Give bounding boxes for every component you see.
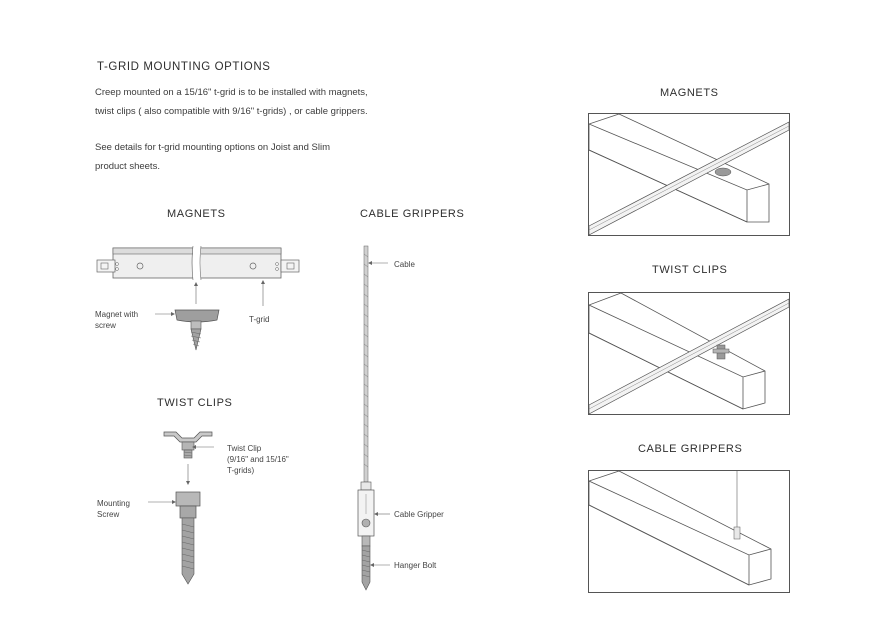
mounting-screw-label-line-2: Screw [97,510,120,519]
magnets-illustration [589,114,789,235]
cable-gripper-label: Cable Gripper [394,510,444,519]
cable-panel-heading: CABLE GRIPPERS [638,443,743,455]
twist-clips-illustration [589,293,789,414]
intro-paragraph: Creep mounted on a 15/16" t-grid is to b… [95,83,368,121]
tgrid-magnet-drawing [96,245,300,351]
details-line-2: product sheets. [95,161,160,172]
magnet-label-line-2: screw [95,321,116,330]
magnet-label: Magnet with screw [95,309,138,331]
twist-clip-drawing [148,431,214,585]
magnets-panel-heading: MAGNETS [660,87,719,99]
cable-detail-heading: CABLE GRIPPERS [360,208,465,220]
magnets-illustration-panel [588,113,790,236]
magnet-label-line-1: Magnet with [95,310,139,319]
twist-clips-illustration-panel [588,292,790,415]
mounting-screw-label-line-1: Mounting [97,499,130,508]
mounting-screw-label: Mounting Screw [97,498,130,520]
cable-grippers-illustration [589,471,772,586]
hanger-bolt-label: Hanger Bolt [394,561,437,570]
cable-gripper-drawing [357,245,390,591]
details-paragraph: See details for t-grid mounting options … [95,138,330,176]
details-line-1: See details for t-grid mounting options … [95,142,330,153]
tgrid-label: T-grid [249,315,270,324]
twist-clip-label-line-2: (9/16" and 15/16" [227,455,289,464]
twist-panel-heading: TWIST CLIPS [652,264,728,276]
twist-clip-label-line-1: Twist Clip [227,444,262,453]
cable-label: Cable [394,260,415,269]
intro-line-1: Creep mounted on a 15/16" t-grid is to b… [95,87,368,98]
page-title: T-GRID MOUNTING OPTIONS [97,61,271,73]
intro-line-2: twist clips ( also compatible with 9/16"… [95,106,368,117]
cable-grippers-illustration-panel [588,470,790,593]
twist-clip-label-line-3: T-grids) [227,466,255,475]
twist-clip-label: Twist Clip (9/16" and 15/16" T-grids) [227,443,289,476]
twist-detail-heading: TWIST CLIPS [157,397,233,409]
magnets-detail-heading: MAGNETS [167,208,226,220]
